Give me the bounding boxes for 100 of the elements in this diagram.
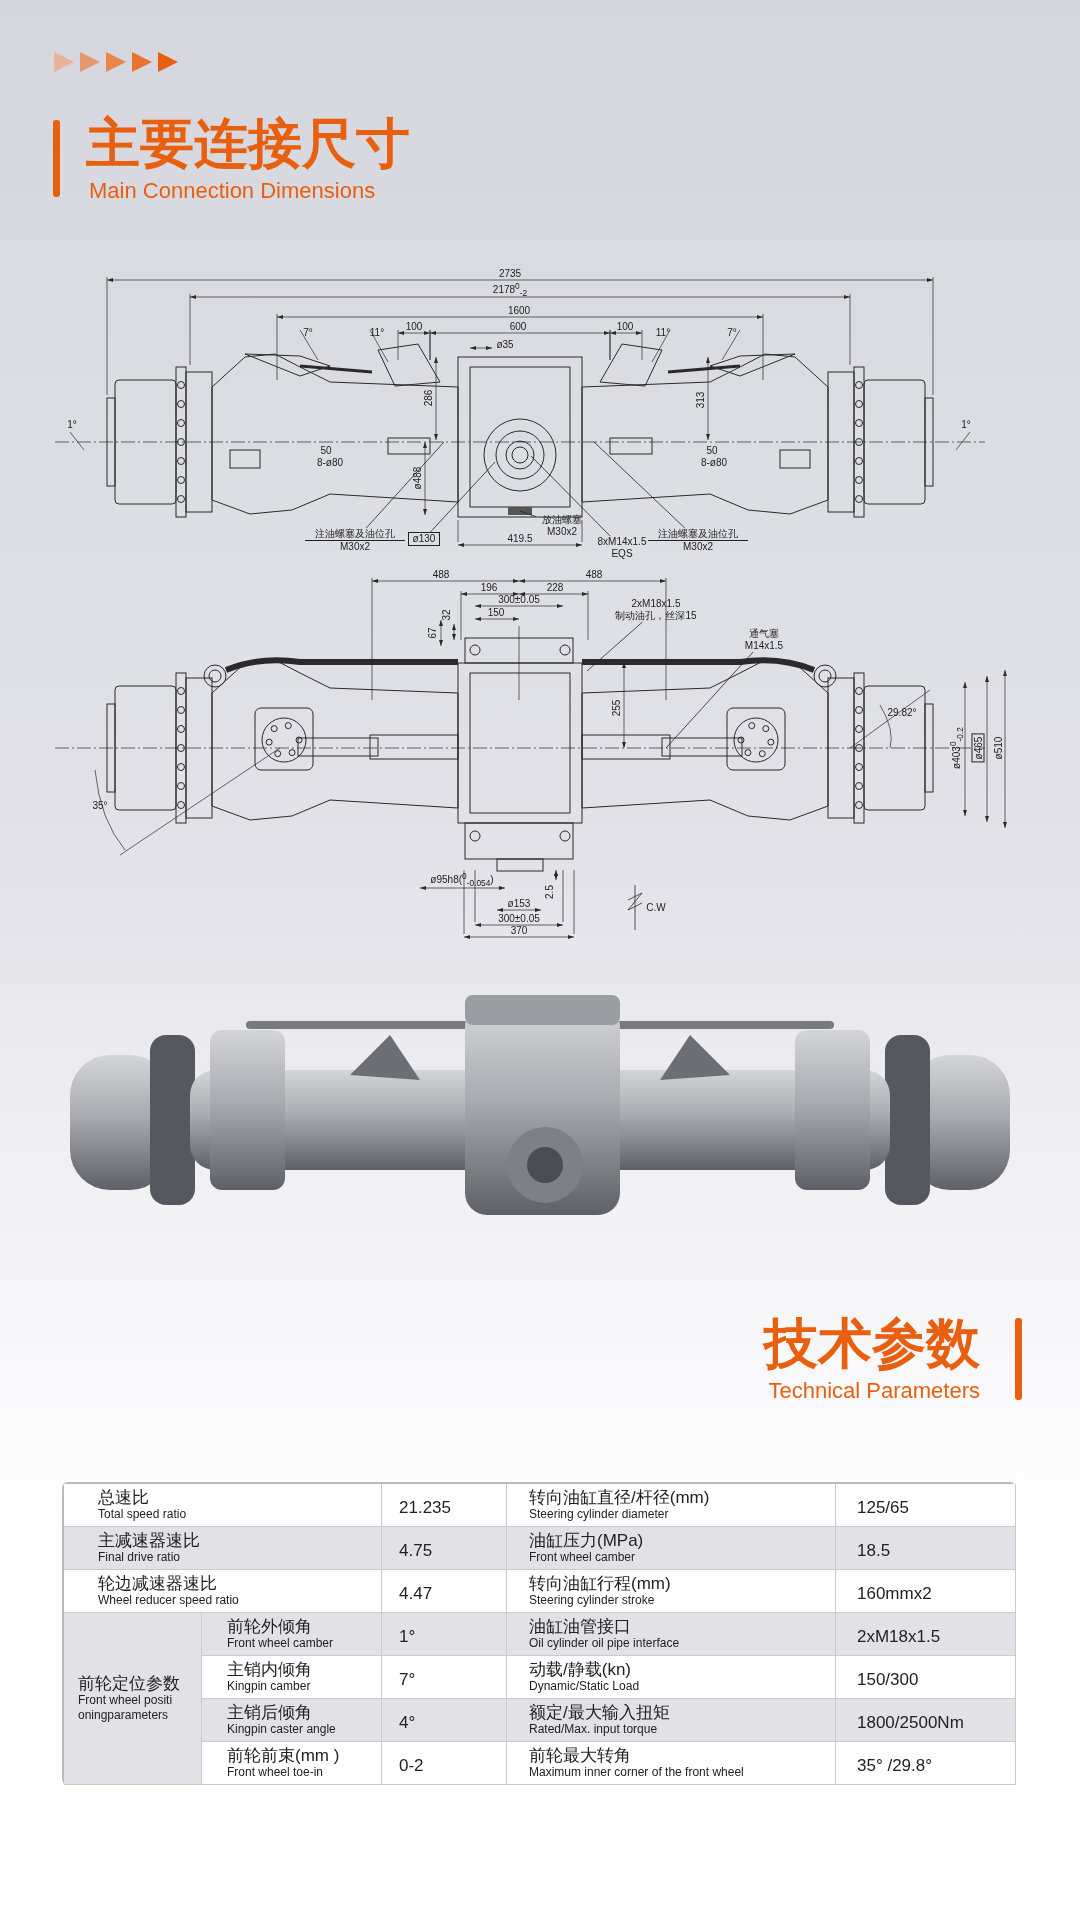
dimension-label: 313: [694, 391, 706, 409]
cell-subtext: Kingpin camber: [227, 1679, 312, 1694]
dimension-label: 8-ø80: [700, 456, 728, 468]
dimension-label: 7°: [727, 326, 737, 338]
dimension-label: 1°: [67, 418, 77, 430]
cell-text: 总速比: [98, 1488, 150, 1507]
cell-subtext: Front wheel toe-in: [227, 1765, 325, 1780]
dimension-label: 2735: [498, 267, 522, 279]
cell-subtext: Steering cylinder stroke: [529, 1593, 656, 1608]
dimension-label: 7°: [303, 326, 313, 338]
cell-text: 转向油缸直径/杆径(mm): [529, 1488, 711, 1507]
dimension-label: 488: [432, 568, 450, 580]
cell-text: 油缸压力(MPa): [529, 1531, 645, 1550]
cell-subtext: Front wheel positi oningparameters: [78, 1693, 174, 1723]
leader-line: [593, 441, 686, 529]
dimension-label: 11°: [369, 326, 385, 338]
section-subtitle: Technical Parameters: [768, 1378, 980, 1404]
cell-text: 转向油缸行程(mm): [529, 1574, 672, 1593]
dimension-label: 29.82°: [887, 706, 917, 718]
dimension-label: 419.5: [507, 532, 533, 544]
dimension-label: 67: [426, 627, 438, 639]
cell-text: 主销内倾角: [227, 1660, 313, 1679]
dimension-label: 8-ø80: [316, 456, 344, 468]
dimension-label: 370: [510, 924, 528, 936]
callout-subtext: M30x2: [339, 541, 371, 553]
dimension-label: 50: [706, 444, 718, 456]
dimension-label: 600: [509, 320, 527, 332]
table-cell: 150/300: [836, 1656, 1016, 1699]
table-cell: 21.235: [382, 1484, 507, 1527]
dimension-label: 50: [320, 444, 332, 456]
callout-text: 2xM18x1.5: [630, 598, 682, 610]
cell-subtext: Oil cylinder oil pipe interface: [529, 1636, 681, 1651]
callout-subtext: EQS: [610, 548, 634, 560]
section-title: 主要连接尺寸: [86, 112, 410, 174]
leader-line: [430, 461, 496, 533]
dimension-label: 150: [487, 606, 505, 618]
dimension-label: 2.5: [543, 885, 555, 899]
table-cell: 1800/2500Nm: [836, 1699, 1016, 1742]
cell-subtext: Total speed ratio: [98, 1507, 188, 1522]
cell-text: 主减速器速比: [98, 1531, 201, 1550]
cell-text: 前轮最大转角: [529, 1746, 632, 1765]
cell-subtext: Steering cylinder diameter: [529, 1507, 670, 1522]
dimension-label: ø153: [507, 897, 531, 909]
cell-text: 油缸油管接口: [529, 1617, 632, 1636]
cell-text: 额定/最大输入扭矩: [529, 1703, 671, 1722]
dimension-label: ø95h8($^{0}$$_{-0.054}$): [430, 870, 494, 890]
cell-subtext: Dynamic/Static Load: [529, 1679, 641, 1694]
table-cell: 7°: [382, 1656, 507, 1699]
dimension-label: 255: [610, 699, 622, 717]
table-cell: 160mmx2: [836, 1570, 1016, 1613]
dimension-label: 286: [422, 389, 434, 407]
dimension-label: 196: [480, 581, 498, 593]
callout-text: 8xM14x1.5: [596, 536, 648, 548]
dimension-label: 32: [440, 609, 452, 621]
leader-line: [365, 441, 445, 529]
table-cell: 2xM18x1.5: [836, 1613, 1016, 1656]
leader-line: [665, 651, 754, 749]
cell-text: 前轮定位参数: [78, 1674, 181, 1693]
dimension-label: 1°: [961, 418, 971, 430]
cell-subtext: Maximum inner corner of the front wheel: [529, 1765, 745, 1780]
section-subtitle: Main Connection Dimensions: [89, 178, 376, 204]
table-cell: 35° /29.8°: [836, 1742, 1016, 1785]
leader-line: [586, 621, 643, 672]
table-cell: 125/65: [836, 1484, 1016, 1527]
dimension-label: 11°: [655, 326, 671, 338]
callout-subtext: M14x1.5: [743, 640, 785, 652]
callout-subtext: M30x2: [682, 541, 714, 553]
table-cell: 4.47: [382, 1570, 507, 1613]
table-cell: 1°: [382, 1613, 507, 1656]
callout-text: 放油螺塞: [541, 514, 583, 526]
dimension-label: 1600: [507, 304, 531, 316]
callout-text: 注油螺塞及油位孔: [305, 528, 405, 541]
dimension-label: C.W: [646, 901, 666, 913]
callout-subtext: M30x2: [546, 526, 578, 538]
cell-subtext: Final drive ratio: [98, 1550, 182, 1565]
cell-text: 动载/静载(kn): [529, 1660, 632, 1679]
cell-text: 前轮外倾角: [227, 1617, 313, 1636]
section-title: 技术参数: [764, 1312, 980, 1374]
table-cell: 4°: [382, 1699, 507, 1742]
cell-subtext: Wheel reducer speed ratio: [98, 1593, 240, 1608]
leader-line: [530, 455, 611, 537]
cell-text: 轮边减速器速比: [98, 1574, 218, 1593]
dimension-label: 35°: [92, 799, 108, 811]
callout-text: 注油螺塞及油位孔: [648, 528, 748, 541]
leader-line: [519, 510, 537, 518]
cell-text: 主销后倾角: [227, 1703, 313, 1722]
cell-subtext: Kingpin caster angle: [227, 1722, 337, 1737]
table-cell: 18.5: [836, 1527, 1016, 1570]
dimension-label: 488: [585, 568, 603, 580]
dimension-label: 228: [546, 581, 564, 593]
table-cell: 4.75: [382, 1527, 507, 1570]
cell-subtext: Front wheel camber: [529, 1550, 637, 1565]
dimension-label: ø488: [411, 466, 423, 490]
dimension-box: ø130: [408, 532, 440, 546]
callout-subtext: 制动油孔，丝深15: [614, 610, 698, 622]
table-cell: 0-2: [382, 1742, 507, 1785]
cell-subtext: Rated/Max. input torque: [529, 1722, 659, 1737]
dimension-label: 100: [405, 320, 423, 332]
dimension-label: ø510: [992, 736, 1004, 760]
cell-text: 前轮前束(mm ): [227, 1746, 341, 1765]
